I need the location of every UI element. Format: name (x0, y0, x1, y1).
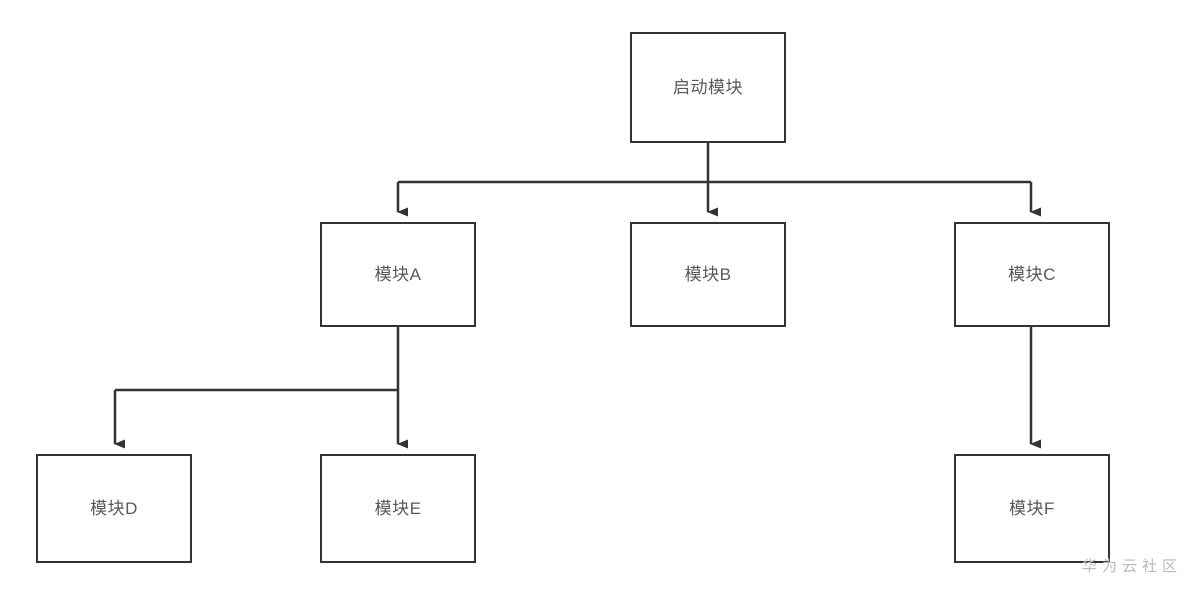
node-module-f-label: 模块F (1009, 499, 1055, 518)
node-module-e-label: 模块E (374, 499, 422, 518)
node-module-d[interactable]: 模块D (36, 454, 192, 563)
node-module-e[interactable]: 模块E (320, 454, 476, 563)
node-module-c[interactable]: 模块C (954, 222, 1110, 327)
node-module-a-label: 模块A (374, 265, 422, 284)
node-module-a[interactable]: 模块A (320, 222, 476, 327)
node-root[interactable]: 启动模块 (630, 32, 786, 143)
node-module-c-label: 模块C (1008, 265, 1056, 284)
node-module-d-label: 模块D (90, 499, 138, 518)
node-module-f[interactable]: 模块F (954, 454, 1110, 563)
watermark-text: 华为云社区 (1081, 558, 1182, 575)
node-module-b[interactable]: 模块B (630, 222, 786, 327)
node-root-label: 启动模块 (673, 78, 743, 97)
node-module-b-label: 模块B (684, 265, 732, 284)
